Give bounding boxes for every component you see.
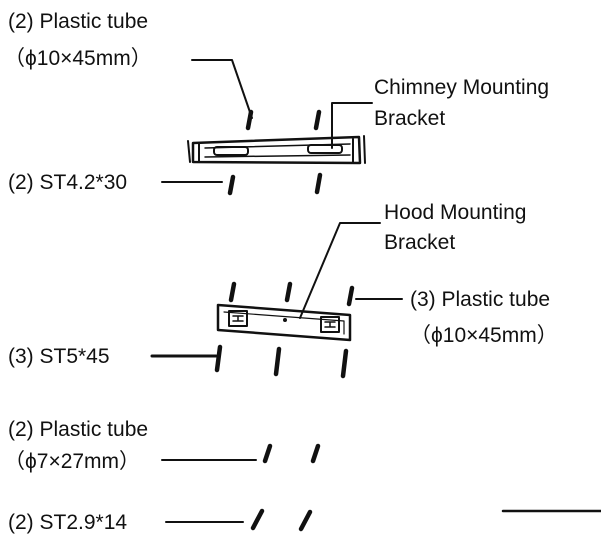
screw-st42-1 <box>227 174 236 196</box>
label-small-tube-size: （ϕ7×27mm） <box>4 450 141 473</box>
plastic-tube-small-1 <box>262 443 273 464</box>
label-top-tube-size: （ϕ10×45mm） <box>4 47 152 70</box>
leader-chimney-bracket <box>331 102 373 149</box>
label-screw-st5: (3) ST5*45 <box>8 345 110 368</box>
screw-st29-2 <box>298 509 313 532</box>
plastic-tube-mid-2 <box>284 281 293 303</box>
chimney-mounting-bracket <box>187 135 366 165</box>
screw-st5-2 <box>273 346 282 377</box>
label-mid-tube-qty: (3) Plastic tube <box>410 288 551 311</box>
hood-mounting-bracket <box>216 303 352 342</box>
label-chimney-bracket-line2: Bracket <box>374 107 446 130</box>
label-screw-st29: (2) ST2.9*14 <box>8 511 128 534</box>
leader-hood-bracket <box>299 222 381 319</box>
screw-st5-1 <box>214 344 223 373</box>
label-screw-st42: (2) ST4.2*30 <box>8 171 128 194</box>
plastic-tube-small-2 <box>310 443 321 464</box>
screw-st29-1 <box>250 508 265 531</box>
plastic-tube-mid-3 <box>346 285 355 307</box>
plastic-tube-top-1 <box>245 109 254 131</box>
plastic-tube-mid-1 <box>228 281 237 303</box>
label-top-tube-qty: (2) Plastic tube <box>8 10 149 33</box>
label-mid-tube-size: （ϕ10×45mm） <box>410 324 558 347</box>
label-small-tube-qty: (2) Plastic tube <box>8 418 149 441</box>
label-chimney-bracket-line1: Chimney Mounting <box>374 76 550 99</box>
plastic-tube-top-2 <box>313 109 322 131</box>
screw-st42-2 <box>314 172 323 195</box>
label-hood-bracket-line2: Bracket <box>384 231 456 254</box>
leader-top-tube <box>191 59 253 119</box>
label-hood-bracket-line1: Hood Mounting <box>384 201 527 224</box>
screw-st5-3 <box>340 348 349 379</box>
